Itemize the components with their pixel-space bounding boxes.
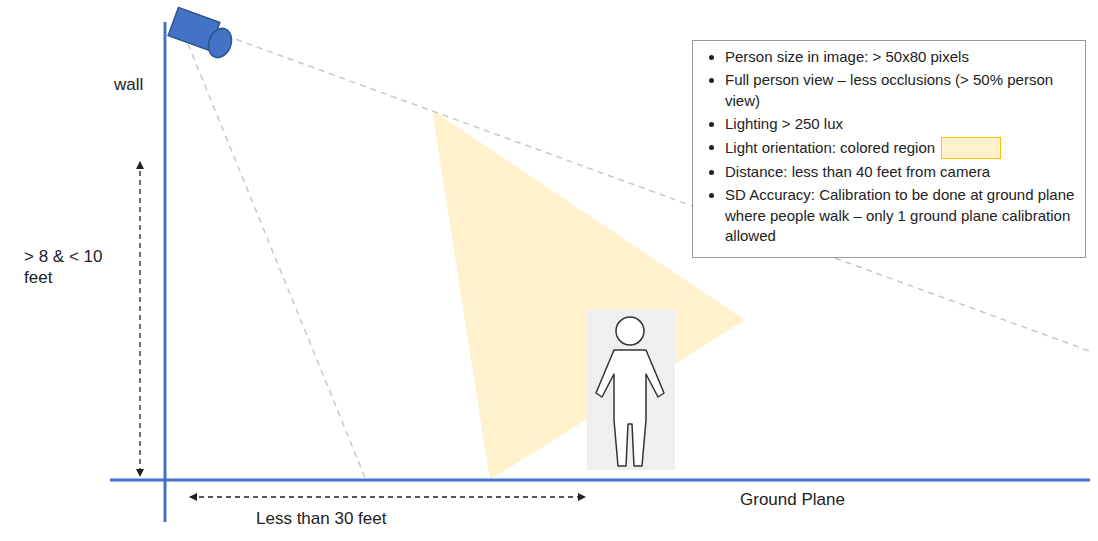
legend-text: Light orientation: colored region bbox=[725, 139, 935, 156]
bullet-item: Lighting > 250 lux bbox=[705, 114, 1075, 134]
text-label: wall bbox=[114, 74, 143, 95]
bullet-text: Person size in image: > 50x80 pixels bbox=[725, 48, 969, 65]
bullet-dot bbox=[709, 193, 714, 198]
wall-line bbox=[164, 22, 167, 522]
text-label: > 8 & < 10 feet bbox=[24, 246, 124, 289]
ground-line bbox=[110, 479, 1090, 482]
bullet-dot bbox=[709, 170, 714, 175]
bullet-text: Full person view – less occlusions (> 50… bbox=[725, 71, 1053, 108]
distance-dimension bbox=[190, 496, 585, 497]
bullet-text: Lighting > 250 lux bbox=[725, 115, 843, 132]
legend-entry: Light orientation: colored region bbox=[725, 139, 1001, 156]
bullet-dot bbox=[709, 145, 714, 150]
bullet-item: Light orientation: colored region bbox=[705, 137, 1075, 159]
camera-icon bbox=[168, 7, 235, 60]
bullet-item: Full person view – less occlusions (> 50… bbox=[705, 70, 1075, 111]
bullet-dot bbox=[709, 122, 714, 127]
person-figure bbox=[587, 310, 675, 470]
view-line bbox=[188, 44, 366, 480]
text-label: Less than 30 feet bbox=[256, 508, 386, 529]
bullet-item: SD Accuracy: Calibration to be done at g… bbox=[705, 185, 1075, 246]
legend-swatch bbox=[941, 137, 1001, 159]
text-label: Ground Plane bbox=[740, 489, 845, 510]
bullet-item: Person size in image: > 50x80 pixels bbox=[705, 47, 1075, 67]
bullet-dot bbox=[709, 55, 714, 60]
view-line bbox=[205, 28, 1092, 352]
bullet-text: SD Accuracy: Calibration to be done at g… bbox=[725, 186, 1074, 244]
bullet-dot bbox=[709, 78, 714, 83]
bullet-item: Distance: less than 40 feet from camera bbox=[705, 162, 1075, 182]
height-dimension bbox=[139, 162, 140, 476]
requirements-box: Person size in image: > 50x80 pixelsFull… bbox=[692, 40, 1086, 258]
bullet-text: Distance: less than 40 feet from camera bbox=[725, 163, 990, 180]
